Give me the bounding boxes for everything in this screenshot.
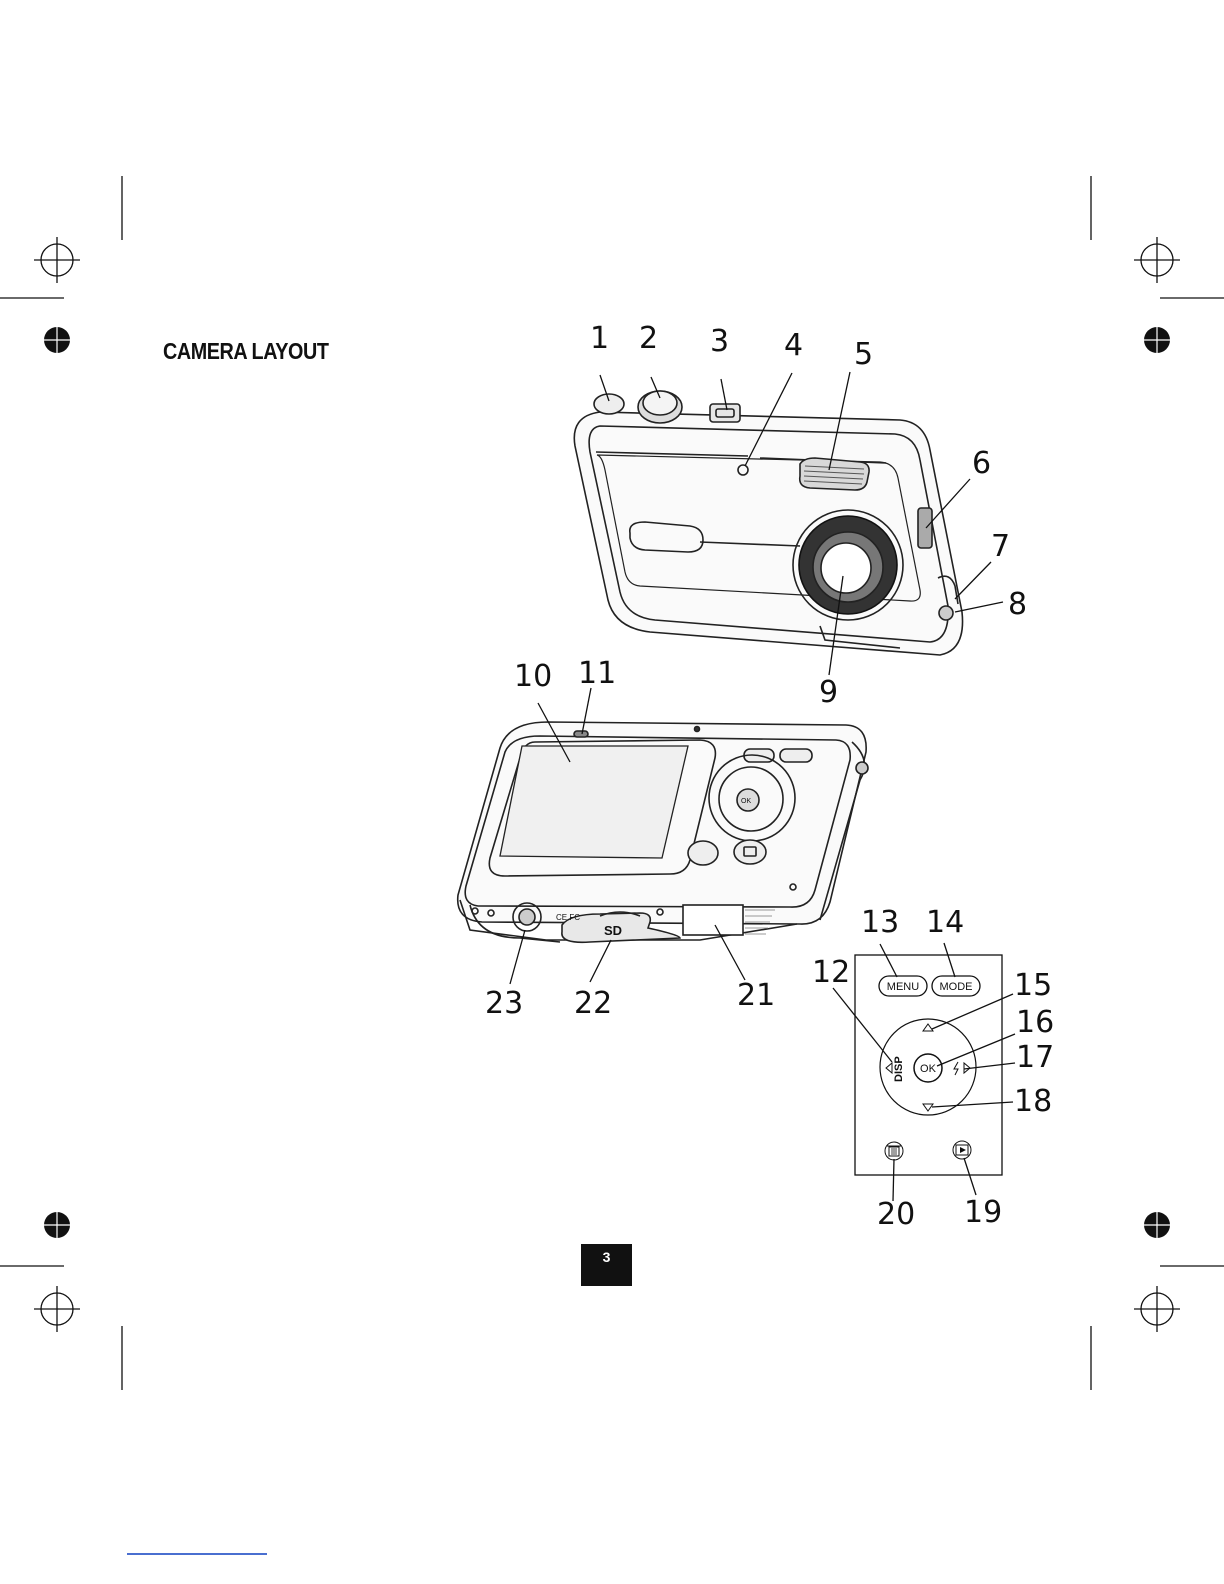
ok-button-label: OK	[920, 1063, 937, 1075]
footer-underline	[127, 1553, 267, 1555]
callout-17: 17	[1016, 1040, 1054, 1075]
callout-14: 14	[926, 905, 964, 940]
callout-3: 3	[710, 324, 729, 359]
svg-text:OK: OK	[741, 798, 751, 805]
camera-back-view: OK SD CE FC	[458, 722, 868, 942]
callout-22: 22	[574, 986, 612, 1021]
menu-button-label: MENU	[887, 981, 919, 993]
mode-button-label: MODE	[940, 981, 973, 993]
registration-dot-top-right	[1142, 325, 1172, 355]
registration-target-top-right	[1134, 237, 1180, 283]
callout-7: 7	[991, 529, 1010, 564]
registration-dot-bottom-right	[1142, 1210, 1172, 1240]
callout-6: 6	[972, 446, 991, 481]
callout-11: 11	[578, 656, 616, 691]
registration-target-bottom-right	[1134, 1286, 1180, 1332]
callout-8: 8	[1008, 587, 1027, 622]
callout-15: 15	[1014, 968, 1052, 1003]
callout-5: 5	[854, 337, 873, 372]
callout-13: 13	[861, 905, 899, 940]
playback-icon	[953, 1141, 971, 1159]
callout-20: 20	[877, 1197, 915, 1232]
callout-1: 1	[590, 321, 609, 356]
page-number: 3	[581, 1244, 632, 1286]
svg-text:SD: SD	[604, 923, 622, 938]
registration-dot-bottom-left	[42, 1210, 72, 1240]
control-detail-panel: MENU MODE OK DISP	[855, 955, 1002, 1175]
callout-23: 23	[485, 986, 523, 1021]
callout-12: 12	[812, 955, 850, 990]
callout-19: 19	[964, 1195, 1002, 1230]
delete-icon	[885, 1142, 903, 1160]
callout-18: 18	[1014, 1084, 1052, 1119]
callout-9: 9	[819, 675, 838, 710]
callout-10: 10	[514, 659, 552, 694]
callout-4: 4	[784, 328, 803, 363]
registration-target-top-left	[34, 237, 80, 283]
callout-21: 21	[737, 978, 775, 1013]
callout-2: 2	[639, 321, 658, 356]
camera-front-view	[574, 391, 962, 655]
svg-text:CE FC: CE FC	[556, 913, 580, 922]
registration-target-bottom-left	[34, 1286, 80, 1332]
disp-label: DISP	[893, 1056, 905, 1082]
callout-16: 16	[1016, 1005, 1054, 1040]
registration-dot-top-left	[42, 325, 72, 355]
